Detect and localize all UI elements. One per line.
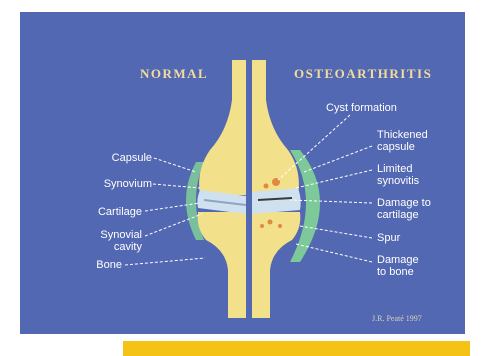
label-capsule: Capsule	[70, 152, 152, 164]
center-divider	[246, 60, 252, 318]
label-synovial-cavity: Synovial cavity	[60, 229, 142, 253]
title-osteoarthritis: OSTEOARTHRITIS	[294, 66, 432, 82]
title-normal: NORMAL	[140, 66, 208, 82]
label-damage-to-bone: Damage to bone	[377, 254, 419, 278]
label-limited-synovitis: Limited synovitis	[377, 163, 419, 187]
oa-femur	[252, 60, 299, 195]
label-cyst-formation: Cyst formation	[326, 102, 397, 114]
label-spur: Spur	[377, 232, 400, 244]
bottom-accent-bar	[123, 341, 470, 356]
oa-cartilage	[252, 188, 301, 214]
label-synovium: Synovium	[70, 178, 152, 190]
oa-tibia	[252, 212, 300, 318]
label-cartilage: Cartilage	[70, 206, 142, 218]
credit-text: J.R. Peaté 1997	[372, 314, 422, 323]
label-thickened-capsule: Thickened capsule	[377, 129, 428, 153]
label-damage-to-cartilage: Damage to cartilage	[377, 197, 431, 221]
normal-tibia	[198, 212, 246, 318]
label-bone: Bone	[60, 259, 122, 271]
